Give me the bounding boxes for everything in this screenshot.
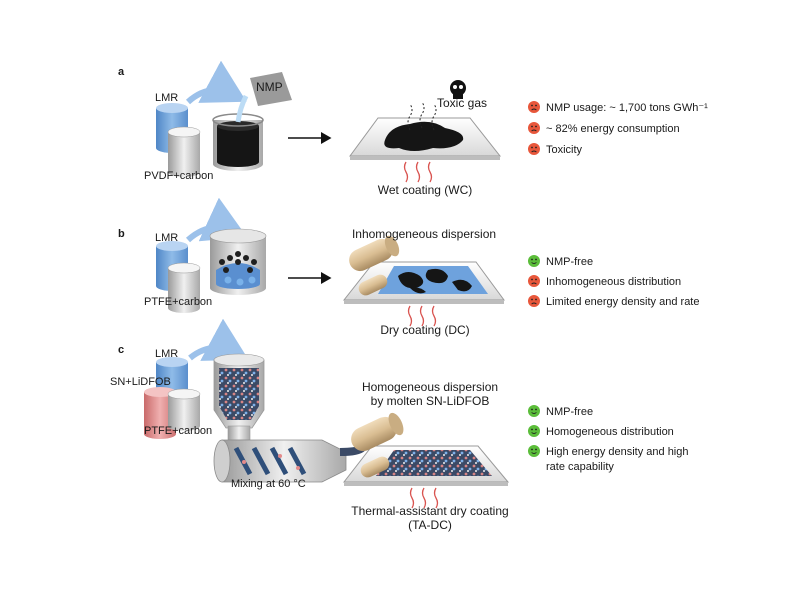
panel-a-binder-label: PVDF+carbon: [144, 170, 214, 182]
panel-b-plate: [342, 261, 505, 304]
panel-a-tag: a: [118, 66, 125, 78]
panel-c-mixing-label: Mixing at 60 °C: [231, 478, 306, 490]
panel-c-heat: [409, 487, 439, 509]
panel-c-roller: [351, 412, 404, 478]
panel-c-materials: [144, 357, 201, 439]
panel-c-dispersion-line1: Homogeneous dispersion: [361, 380, 499, 394]
panel-b-process-caption: Dry coating (DC): [380, 323, 470, 337]
sad-face-icon: [528, 275, 540, 287]
outcome-item: NMP-free: [528, 405, 593, 420]
sad-face-icon: [528, 101, 540, 113]
panel-c-process-line2: (TA-DC): [408, 518, 452, 532]
panel-a-fumes: [407, 101, 437, 131]
panel-b-lmr-label: LMR: [155, 232, 179, 244]
outcome-text-line2: rate capability: [546, 461, 614, 473]
outcome-item: NMP-free: [528, 255, 593, 270]
outcome-item: Toxicity: [528, 143, 582, 158]
panel-a-lmr-label: LMR: [155, 92, 179, 104]
panel-b-dispersion-label: Inhomogeneous dispersion: [351, 227, 497, 241]
panel-c-lmr-label: LMR: [155, 348, 179, 360]
happy-face-icon: [528, 255, 540, 267]
sad-face-icon: [528, 143, 540, 155]
outcome-item: ~ 82% energy consumption: [528, 122, 680, 137]
panel-c-hopper: [213, 353, 265, 441]
panel-b-binder-label: PTFE+carbon: [144, 296, 213, 308]
panel-a-solvent-label: NMP: [256, 80, 283, 94]
panel-c-additive-label: SN+LiDFOB: [110, 376, 171, 388]
panel-b-tag: b: [118, 228, 125, 240]
panel-a-plate: [349, 117, 502, 160]
panel-c-extruder: [213, 439, 365, 483]
panel-a-heat: [403, 161, 433, 183]
panel-c-process-line1: Thermal-assistant dry coating: [351, 504, 509, 518]
panel-a-beaker: [212, 113, 264, 171]
panel-b-mixer: [209, 228, 267, 295]
sad-face-icon: [528, 295, 540, 307]
outcome-item: Homogeneous distribution: [528, 425, 674, 440]
skull-icon: [450, 80, 466, 99]
panel-a-materials: [156, 103, 201, 177]
happy-face-icon: [528, 425, 540, 437]
panel-c-curve-arrow: [188, 318, 249, 361]
outcome-item: NMP usage: ~ 1,700 tons GWh⁻¹: [528, 101, 708, 116]
outcome-item: Inhomogeneous distribution: [528, 275, 681, 290]
panel-b-materials: [156, 241, 201, 313]
panel-c-binder-label: PTFE+carbon: [144, 425, 213, 437]
panel-a-curve-arrow: [185, 60, 247, 105]
panel-b-roller: [349, 235, 400, 296]
panel-a-process-caption: Wet coating (WC): [377, 183, 473, 197]
panel-a-gas-label: Toxic gas: [437, 96, 488, 110]
happy-face-icon: [528, 445, 540, 457]
panel-c-dispersion-line2: by molten SN-LiDFOB: [370, 394, 490, 408]
sad-face-icon: [528, 122, 540, 134]
outcome-text-line1: High energy density and high: [546, 446, 689, 458]
panel-c-tag: c: [118, 344, 125, 356]
outcome-item: Limited energy density and rate: [528, 295, 699, 310]
nmp-bottle: [235, 72, 292, 123]
panel-b-heat: [407, 305, 437, 327]
happy-face-icon: [528, 405, 540, 417]
panel-c-plate: [342, 445, 510, 486]
outcome-item: High energy density and high rate capabil…: [528, 445, 688, 475]
